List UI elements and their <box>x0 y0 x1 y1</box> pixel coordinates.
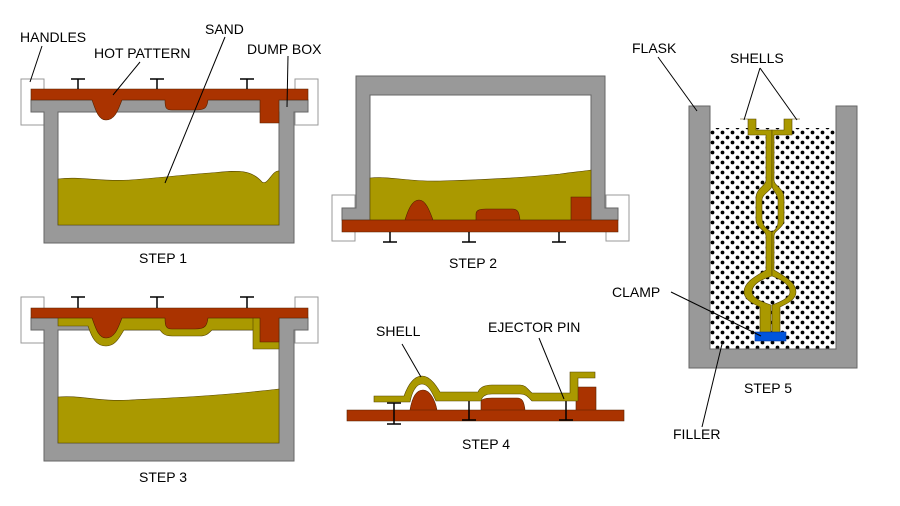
leader-line <box>401 343 422 378</box>
leader-line <box>743 67 761 121</box>
label-shells: SHELLS <box>730 50 784 66</box>
step-1-label: STEP 1 <box>139 250 187 266</box>
clamp <box>754 331 787 342</box>
step-2: STEP 2 <box>331 75 630 271</box>
pin <box>71 78 85 89</box>
hot-pattern <box>346 386 625 422</box>
hot-pattern <box>30 88 309 124</box>
step-5: FLASK SHELLS CLAMP FILLER STEP 5 <box>612 40 858 442</box>
hot-pattern <box>30 307 309 343</box>
label-shell: SHELL <box>376 323 421 339</box>
label-dump-box: DUMP BOX <box>247 41 322 57</box>
leader-line <box>670 291 762 337</box>
leader-line <box>286 55 289 108</box>
leader-line <box>29 45 43 83</box>
step-5-label: STEP 5 <box>744 380 792 396</box>
leader-line <box>701 343 723 428</box>
pin <box>71 296 85 308</box>
step-3: STEP 3 <box>20 296 319 485</box>
leader-line <box>112 61 141 96</box>
flask <box>688 105 858 369</box>
sand <box>57 170 280 226</box>
dump-box-inverted <box>341 75 619 221</box>
leader-line <box>657 56 698 112</box>
label-clamp: CLAMP <box>612 284 660 300</box>
pin <box>383 232 397 243</box>
label-filler: FILLER <box>673 426 720 442</box>
ejector-pin <box>387 402 401 425</box>
label-ejector-pin: EJECTOR PIN <box>488 319 580 335</box>
shell <box>373 371 596 403</box>
pin <box>240 296 254 308</box>
sand <box>57 388 280 444</box>
label-flask: FLASK <box>632 40 677 56</box>
pin <box>150 78 164 89</box>
leader-line <box>538 337 565 400</box>
pin <box>150 296 164 308</box>
step-4: SHELL EJECTOR PIN STEP 4 <box>346 319 625 452</box>
hot-pattern <box>341 196 619 233</box>
step-2-label: STEP 2 <box>449 255 497 271</box>
step-4-label: STEP 4 <box>462 436 510 452</box>
label-handles: HANDLES <box>20 29 86 45</box>
leader-line <box>759 67 798 121</box>
step-3-label: STEP 3 <box>139 469 187 485</box>
step-1: HANDLES HOT PATTERN SAND DUMP BOX STEP 1 <box>20 21 322 266</box>
pin <box>552 232 566 243</box>
label-hot-pattern: HOT PATTERN <box>94 45 190 61</box>
label-sand: SAND <box>205 21 244 37</box>
pin <box>240 78 254 89</box>
pin <box>462 232 476 243</box>
leader-line <box>164 36 226 184</box>
